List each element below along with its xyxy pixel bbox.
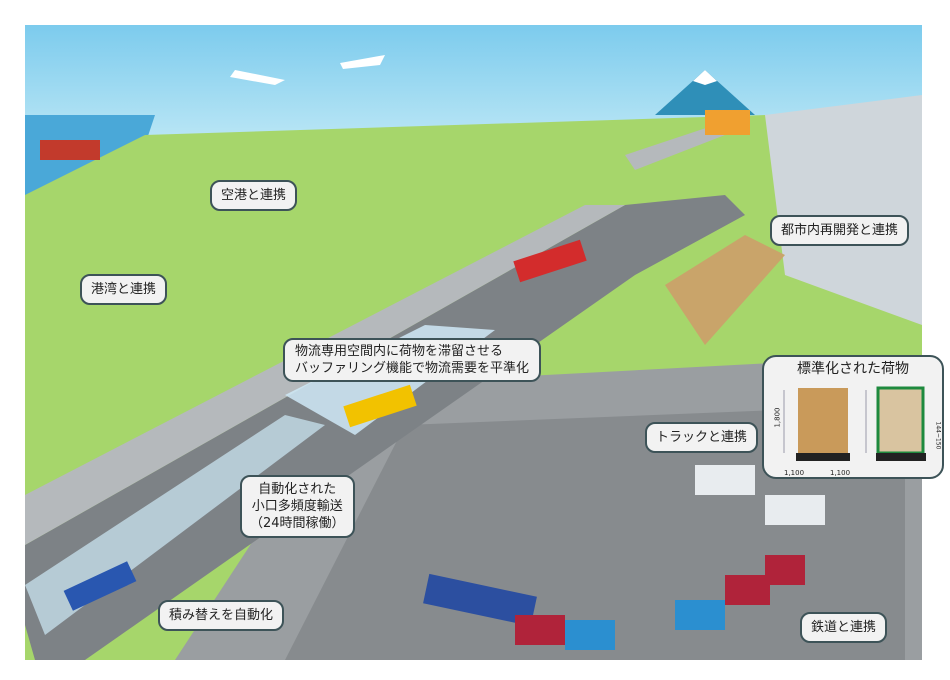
mountain: [655, 70, 755, 115]
height-label: 1,800: [773, 407, 782, 428]
tunnel-portal: [665, 235, 785, 345]
cage-pallet-icon: [876, 386, 926, 461]
callout-auto-line1: 自動化された: [258, 482, 337, 497]
train: [423, 573, 537, 627]
logistics-city-illustration: [25, 25, 922, 660]
elevated-road: [625, 125, 725, 170]
highway: [25, 195, 745, 660]
callout-truck: トラックと連携: [645, 422, 759, 453]
warehouse: [705, 110, 750, 135]
callout-automated-transport: 自動化された 小口多頻度輸送 （24時間稼働）: [240, 475, 355, 538]
ship: [40, 140, 100, 160]
pallet-height-label: 144~150: [934, 421, 942, 450]
bus: [513, 239, 587, 283]
truck: [765, 495, 825, 525]
standard-cargo-title: 標準化された荷物: [797, 361, 909, 377]
callout-auto-line2: 小口多頻度輸送: [251, 499, 343, 514]
callout-airport: 空港と連携: [210, 180, 298, 211]
width-label: 1,100: [784, 469, 805, 477]
cargo-illustrations: [783, 386, 926, 461]
callout-transfer: 積み替えを自動化: [158, 600, 285, 631]
containers: [515, 555, 805, 650]
bus: [63, 561, 137, 611]
callout-rail: 鉄道と連携: [800, 612, 888, 643]
cardboard-pallet-icon: [796, 388, 850, 461]
airplane-icon: [230, 55, 385, 85]
depth-label: 1,100: [830, 469, 851, 477]
callout-auto-line3: （24時間稼働）: [250, 516, 345, 531]
truck: [695, 465, 755, 495]
callout-buffering: 物流専用空間内に荷物を滞留させる バッファリング機能で物流需要を平準化: [283, 338, 542, 382]
city-district: [765, 95, 922, 325]
standard-cargo-panel: 標準化された荷物 1,800 1,100 1,100 144~150: [762, 355, 944, 479]
bus: [343, 384, 417, 428]
callout-buffering-line1: 物流専用空間内に荷物を滞留させる: [295, 344, 504, 359]
callout-port: 港湾と連携: [80, 274, 168, 305]
callout-buffering-line2: バッファリング機能で物流需要を平準化: [295, 361, 530, 376]
callout-urban-redevelopment: 都市内再開発と連携: [770, 215, 910, 246]
